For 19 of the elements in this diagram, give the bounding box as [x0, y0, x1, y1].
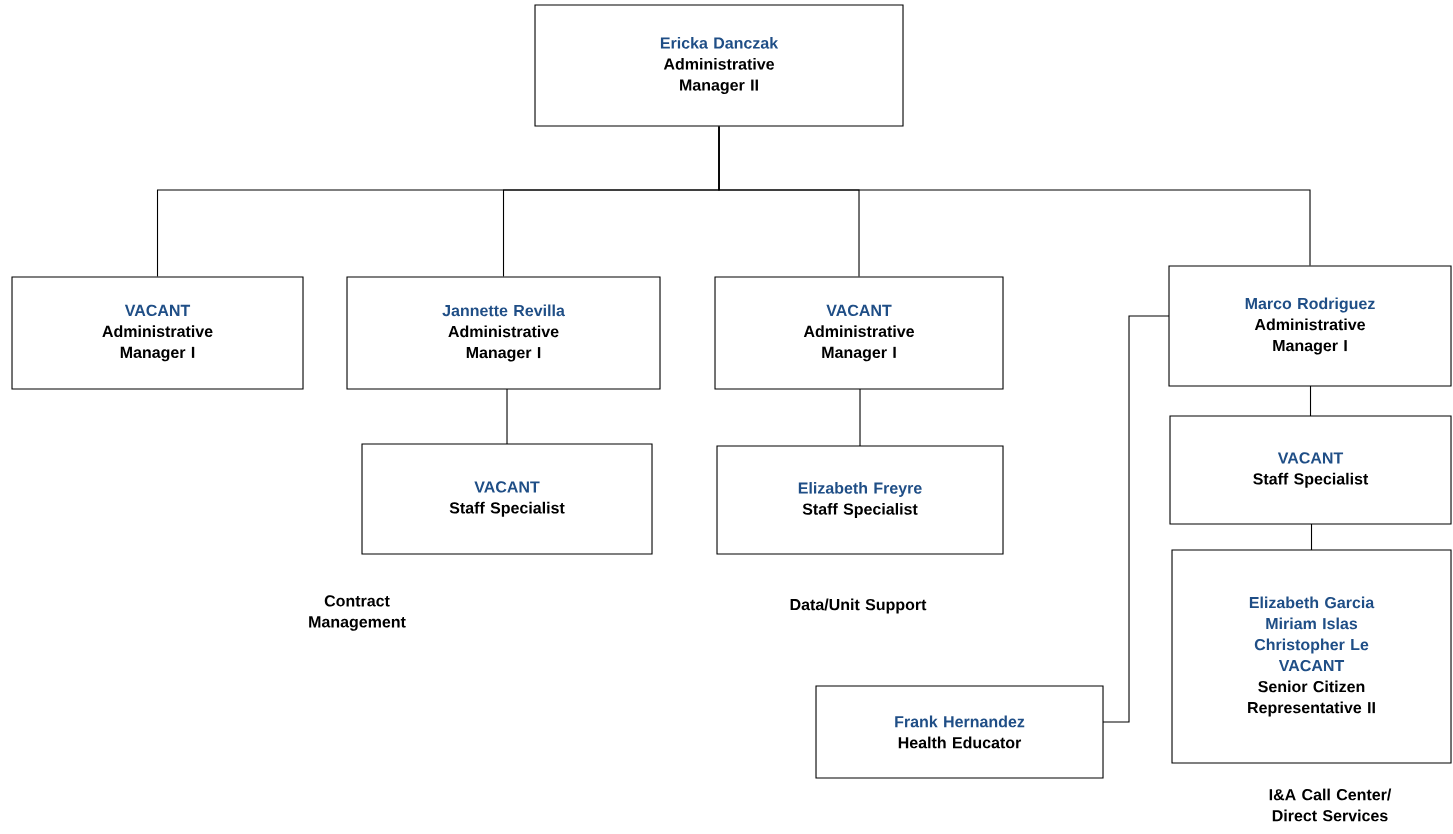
org-box: Jannette Revilla Administrative Manager I	[346, 276, 661, 390]
section-label: Data/Unit Support	[790, 598, 927, 614]
org-box: Ericka Danczak Administrative Manager II	[534, 4, 904, 127]
connector-line	[718, 126, 1311, 266]
org-box: VACANT Staff Specialist	[1169, 415, 1452, 525]
connector-line	[1102, 315, 1170, 723]
org-box: Elizabeth Freyre Staff Specialist	[716, 445, 1004, 555]
connector-line	[859, 388, 861, 447]
org-box: VACANT Administrative Manager I	[11, 276, 304, 390]
org-box: Marco Rodriguez Administrative Manager I	[1168, 265, 1452, 387]
section-label: I&A Call Center/ Direct Services	[1269, 788, 1392, 822]
connector-line	[1310, 523, 1313, 551]
connector-line	[506, 388, 508, 445]
connector-line	[1309, 385, 1312, 417]
org-box: Frank Hernandez Health Educator	[815, 685, 1104, 779]
org-box: VACANT Administrative Manager I	[714, 276, 1004, 390]
org-box: Elizabeth Garcia Miriam Islas Christopher Le VACANT Senior Citizen Representative II	[1171, 549, 1452, 764]
org-box: VACANT Staff Specialist	[361, 443, 653, 555]
section-label: Contract Management	[309, 595, 406, 631]
